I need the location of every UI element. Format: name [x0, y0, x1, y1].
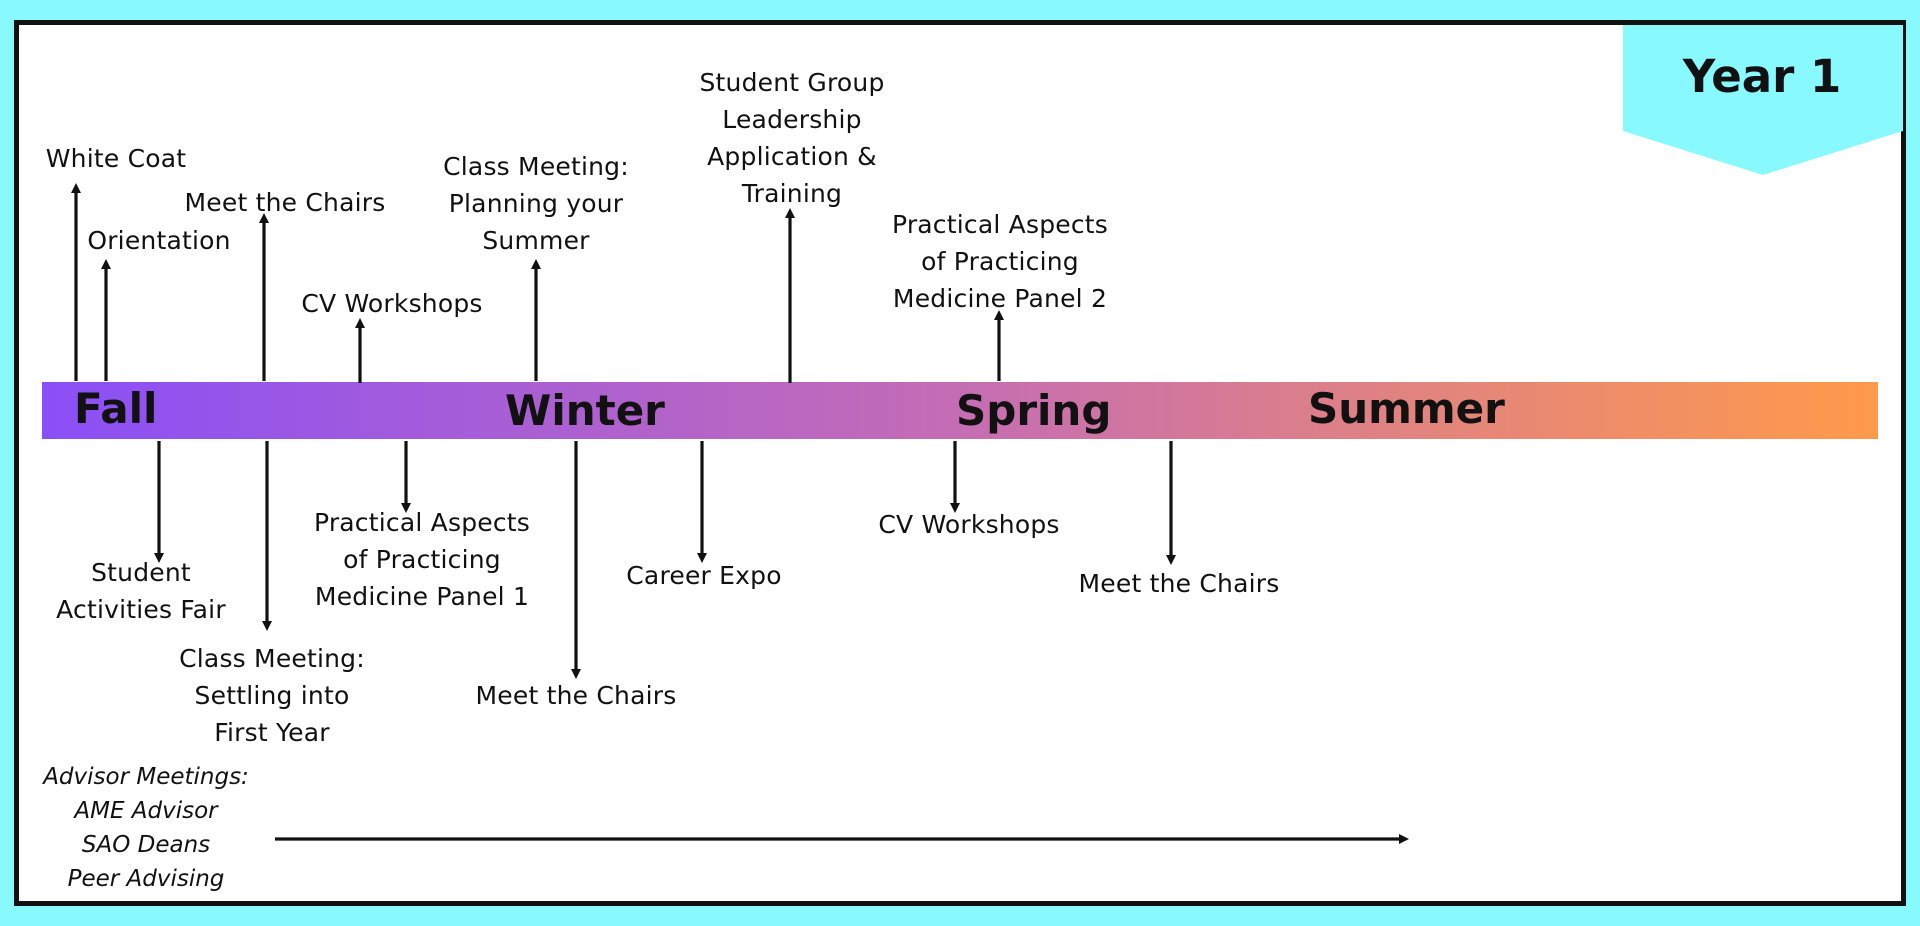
event-practical-aspects-panel-1: Practical Aspects of Practicing Medicine…	[313, 508, 531, 611]
season-bar	[42, 382, 1878, 439]
season-label-spring: Spring	[956, 386, 1112, 435]
event-practical-aspects-panel-2: Practical Aspects of Practicing Medicine…	[891, 210, 1109, 313]
event-cv-workshops-spring: CV Workshops	[878, 510, 1060, 539]
season-label-winter: Winter	[505, 386, 665, 435]
event-white-coat: White Coat	[45, 144, 187, 173]
event-class-meeting-first-year: Class Meeting: Settling into First Year	[179, 644, 365, 747]
event-orientation: Orientation	[87, 226, 231, 255]
timeline-frame	[14, 20, 1906, 906]
event-meet-the-chairs-winter: Meet the Chairs	[475, 681, 677, 710]
year-badge	[1623, 25, 1903, 175]
advisor-meetings: Advisor Meetings: AME Advisor SAO Deans …	[43, 764, 249, 892]
event-career-expo: Career Expo	[626, 561, 782, 590]
season-label-fall: Fall	[74, 384, 158, 433]
event-meet-the-chairs-fall: Meet the Chairs	[184, 188, 386, 217]
event-meet-the-chairs-spring: Meet the Chairs	[1078, 569, 1280, 598]
event-arrows	[71, 183, 1409, 844]
event-class-meeting-summer: Class Meeting: Planning your Summer	[443, 152, 629, 255]
season-label-summer: Summer	[1308, 384, 1505, 433]
event-student-group-leadership: Student Group Leadership Application & T…	[699, 68, 885, 208]
event-student-activities-fair: Student Activities Fair	[56, 558, 226, 624]
event-cv-workshops-fall: CV Workshops	[301, 289, 483, 318]
year-title: Year 1	[1682, 50, 1842, 103]
